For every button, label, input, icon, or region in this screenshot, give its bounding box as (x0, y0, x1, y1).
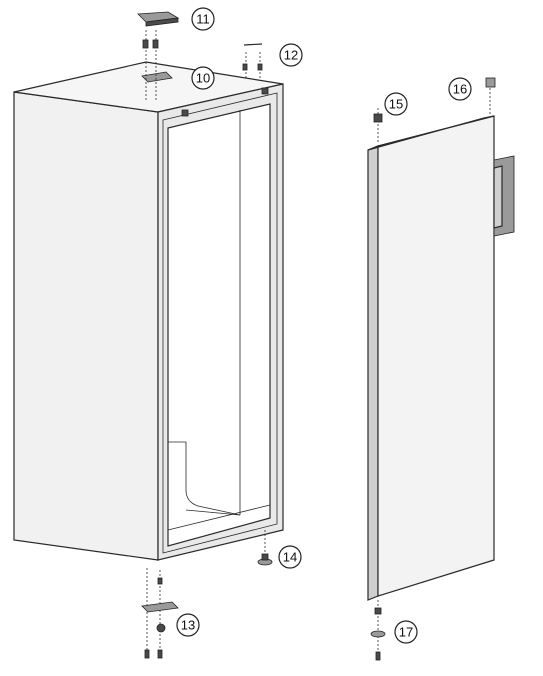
callout-15-label: 15 (389, 97, 403, 112)
callout-14: 14 (278, 545, 302, 569)
callout-17-label: 17 (399, 625, 413, 640)
callout-12: 12 (279, 43, 303, 67)
part-16-door-bushing (485, 77, 496, 88)
callout-16: 16 (448, 77, 472, 101)
callout-15: 15 (384, 92, 408, 116)
part-14-adjustable-foot (257, 553, 273, 566)
callout-13: 13 (176, 613, 200, 637)
door-top-cap (367, 115, 495, 151)
callout-17: 17 (394, 620, 418, 644)
part-15-door-bushing (373, 113, 383, 123)
callout-11: 11 (191, 7, 215, 31)
callout-10: 10 (191, 66, 215, 90)
part-11-hinge-cover (137, 11, 180, 27)
door-side-edge (367, 145, 379, 601)
door (367, 115, 515, 601)
part-17-lower-pin (370, 607, 386, 661)
callout-16-label: 16 (453, 82, 467, 97)
callout-13-label: 13 (181, 618, 195, 633)
cabinet-inner-opening (167, 103, 271, 547)
callout-14-label: 14 (283, 550, 297, 565)
part-12-pin (242, 43, 263, 71)
door-front-panel (377, 115, 495, 597)
callout-10-label: 10 (196, 71, 210, 86)
cabinet-body (13, 61, 284, 561)
callout-12-label: 12 (284, 48, 298, 63)
cabinet-side-panel (13, 91, 159, 561)
part-13-bottom-hinge (141, 577, 179, 659)
part-11-screws (142, 39, 159, 49)
callout-11-label: 11 (196, 12, 210, 27)
